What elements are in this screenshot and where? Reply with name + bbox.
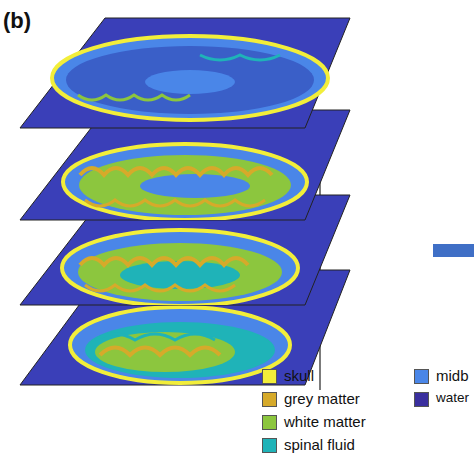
legend-text: spinal fluid [284,436,355,453]
legend-swatch [262,392,277,407]
legend-swatch [414,392,429,407]
legend-text: water [436,390,469,405]
legend-swatch [262,438,277,453]
legend-swatch [262,415,277,430]
panel-label: (b) [3,8,31,34]
legend-swatch [262,369,277,384]
legend-text: skull [284,367,314,384]
legend-text: white matter [284,413,366,430]
legend-swatch [414,369,429,384]
legend-text: grey matter [284,390,360,407]
legend-text: midb [436,367,469,384]
